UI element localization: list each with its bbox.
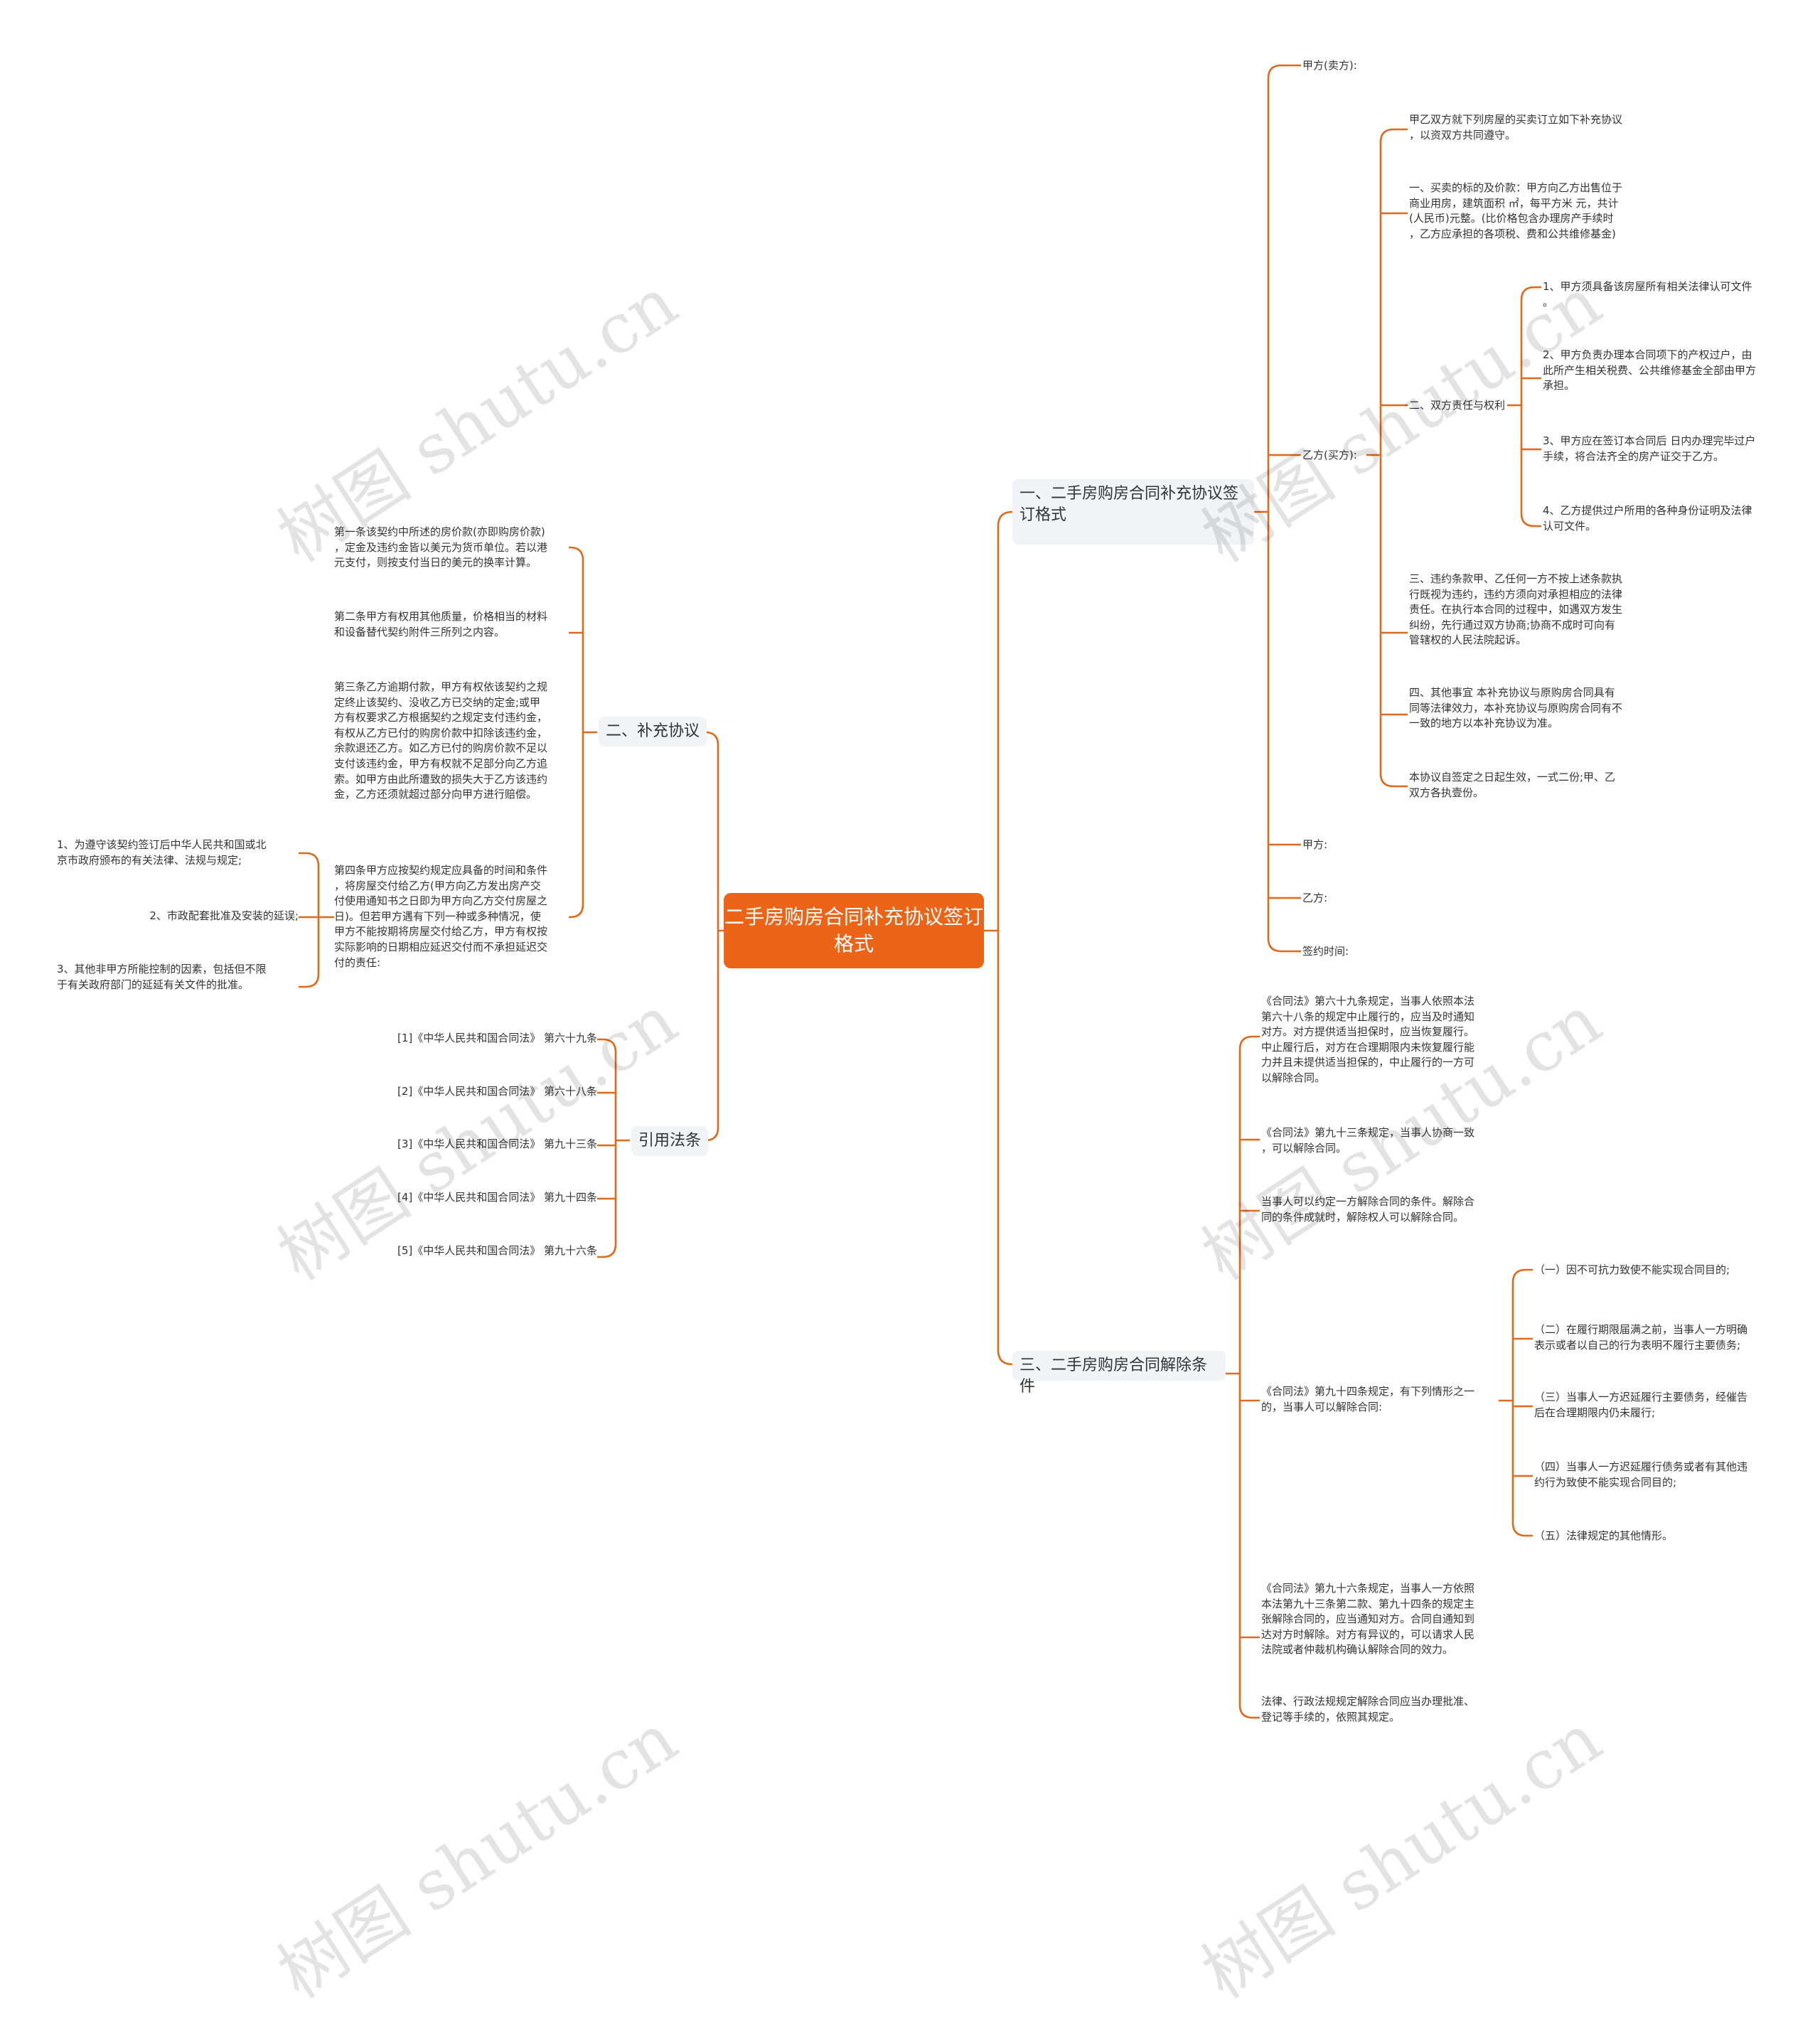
branch-supplement-format[interactable]: 一、二手房购房合同补充协议签订格式 bbox=[1012, 479, 1254, 545]
agreement-intro: 甲乙双方就下列房屋的买卖订立如下补充协议 ，以资双方共同遵守。 bbox=[1409, 113, 1623, 141]
case-4: （四）当事人一方迟延履行债务或者有其他违 约行为致使不能实现合同目的; bbox=[1534, 1460, 1748, 1489]
branch-supplement-agreement[interactable]: 二、补充协议 bbox=[599, 717, 707, 747]
duty-item-1: 1、甲方须具备该房屋所有相关法律认可文件 。 bbox=[1543, 280, 1752, 309]
law-ref-3: [3]《中华人民共和国合同法》 第九十三条 bbox=[397, 1138, 597, 1150]
article-4: 第四条甲方应按契约规定应具备的时间和条件 ，将房屋交付给乙方(甲方向乙方发出房产… bbox=[334, 864, 548, 969]
law-art-69: 《合同法》第六十九条规定，当事人依照本法 第六十八条的规定中止履行的，应当及时通… bbox=[1261, 995, 1475, 1084]
law-ref-4: [4]《中华人民共和国合同法》 第九十四条 bbox=[397, 1191, 597, 1204]
party-b-buyer: 乙方(买方): bbox=[1302, 449, 1357, 461]
exception-2: 2、市政配套批准及安装的延误; bbox=[149, 909, 299, 922]
law-ref-2: [2]《中华人民共和国合同法》 第六十八条 bbox=[397, 1085, 597, 1098]
article-2: 第二条甲方有权用其他质量，价格相当的材料 和设备替代契约附件三所列之内容。 bbox=[334, 610, 548, 638]
agreed-termination: 当事人可以约定一方解除合同的条件。解除合 同的条件成就时，解除权人可以解除合同。 bbox=[1261, 1195, 1475, 1224]
root-topic[interactable]: 二手房购房合同补充协议签订格式 bbox=[724, 893, 984, 968]
law-ref-5: [5]《中华人民共和国合同法》 第九十六条 bbox=[397, 1244, 597, 1257]
item-other: 四、其他事宜 本补充协议与原购房合同具有 同等法律效力，本补充协议与原购房合同有… bbox=[1409, 686, 1623, 730]
sign-party-b: 乙方: bbox=[1302, 892, 1328, 904]
branch-cited-laws[interactable]: 引用法条 bbox=[631, 1126, 708, 1156]
law-art-96: 《合同法》第九十六条规定，当事人一方依照 本法第九十三条第二款、第九十四条的规定… bbox=[1261, 1582, 1475, 1657]
law-art-93: 《合同法》第九十三条规定，当事人协商一致 ，可以解除合同。 bbox=[1261, 1126, 1475, 1155]
case-1: （一）因不可抗力致使不能实现合同目的; bbox=[1534, 1263, 1730, 1276]
law-art-94: 《合同法》第九十四条规定，有下列情形之一 的，当事人可以解除合同: bbox=[1261, 1385, 1475, 1413]
duty-item-4: 4、乙方提供过户所用的各种身份证明及法律 认可文件。 bbox=[1543, 504, 1752, 533]
duty-item-2: 2、甲方负责办理本合同项下的产权过户，由 此所产生相关税费、公共维修基金全部由甲… bbox=[1543, 348, 1757, 392]
exception-1: 1、为遵守该契约签订后中华人民共和国或北 京市政府颁布的有关法律、法规与规定; bbox=[57, 838, 267, 867]
item-subject-price: 一、买卖的标的及价款：甲方向乙方出售位于 商业用房，建筑面积 ㎡，每平方米 元，… bbox=[1409, 181, 1623, 240]
branch-termination[interactable]: 三、二手房购房合同解除条件 bbox=[1012, 1351, 1226, 1396]
article-1: 第一条该契约中所述的房价款(亦即购房价款) ，定金及违约金皆以美元为货币单位。若… bbox=[334, 525, 548, 569]
duty-item-3: 3、甲方应在签订本合同后 日内办理完毕过户 手续，将合法齐全的房产证交于乙方。 bbox=[1543, 434, 1756, 463]
item-breach: 三、违约条款甲、乙任何一方不按上述条款执 行既视为违约，违约方须向对承担相应的法… bbox=[1409, 572, 1623, 647]
connector-lines bbox=[299, 64, 1541, 1719]
law-ref-1: [1]《中华人民共和国合同法》 第六十九条 bbox=[397, 1032, 597, 1044]
item-effect: 本协议自签定之日起生效，一式二份;甲、乙 双方各执壹份。 bbox=[1409, 771, 1616, 799]
item-rights-duties: 二、双方责任与权利 bbox=[1409, 399, 1506, 412]
case-2: （二）在履行期限届满之前，当事人一方明确 表示或者以自己的行为表明不履行主要债务… bbox=[1534, 1323, 1748, 1352]
approval-required: 法律、行政法规规定解除合同应当办理批准、 登记等手续的，依照其规定。 bbox=[1261, 1695, 1475, 1723]
sign-time: 签约时间: bbox=[1302, 945, 1349, 958]
case-3: （三）当事人一方迟延履行主要债务，经催告 后在合理期限内仍未履行; bbox=[1534, 1391, 1748, 1419]
article-3: 第三条乙方逾期付款，甲方有权依该契约之规 定终止该契约、没收乙方已交纳的定金;或… bbox=[334, 680, 548, 801]
party-a-seller: 甲方(卖方): bbox=[1302, 59, 1357, 72]
sign-party-a: 甲方: bbox=[1302, 838, 1328, 851]
exception-3: 3、其他非甲方所能控制的因素，包括但不限 于有关政府部门的延延有关文件的批准。 bbox=[57, 963, 267, 991]
case-5: （五）法律规定的其他情形。 bbox=[1534, 1529, 1674, 1542]
